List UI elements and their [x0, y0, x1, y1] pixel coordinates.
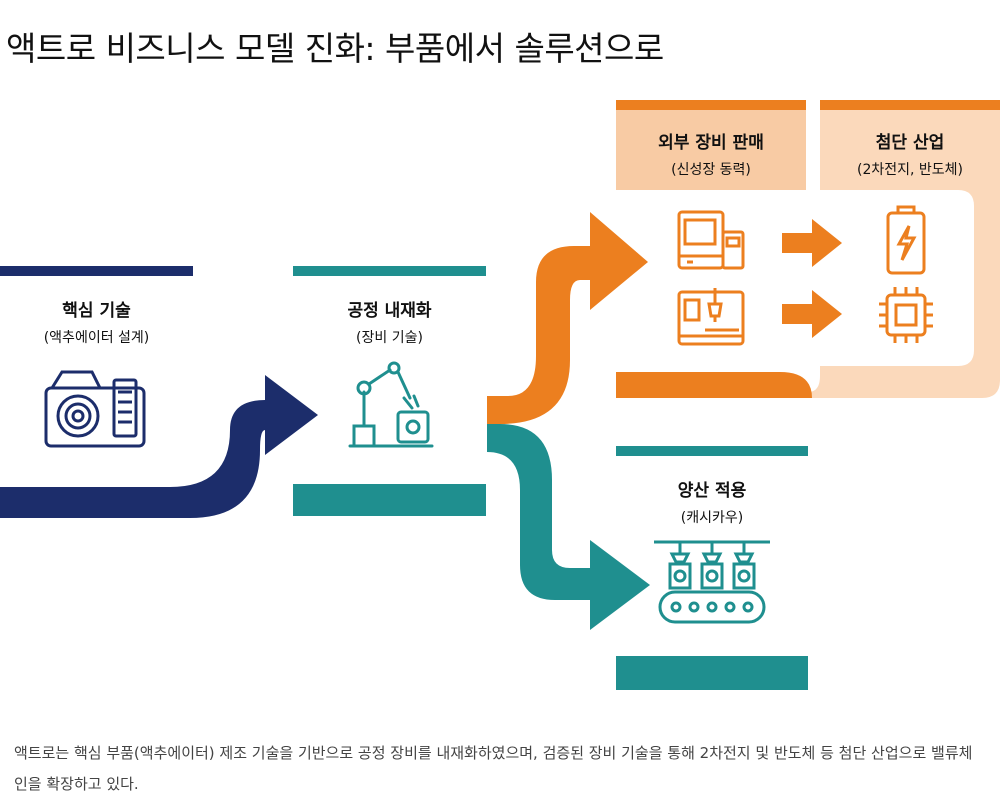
- external-bottom-band: [616, 372, 812, 398]
- battery-icon: [886, 205, 926, 275]
- stage-insource-sub: (장비 기술): [356, 330, 423, 346]
- orange-flow-arrow: [487, 212, 648, 424]
- diagram-caption: 액트로는 핵심 부품(액추에이터) 제조 기술을 기반으로 공정 장비를 내재화…: [14, 744, 973, 793]
- stage-external-heading: 외부 장비 판매: [658, 133, 764, 153]
- mass-top-bar: [616, 446, 808, 456]
- conveyor-icon: [654, 540, 770, 624]
- stage-mass: 양산 적용 (캐시카우): [616, 476, 808, 527]
- page-title: 액트로 비즈니스 모델 진화: 부품에서 솔루션으로: [6, 29, 664, 68]
- camera-module-icon: [44, 370, 146, 448]
- arrow-to-chip: [782, 290, 842, 338]
- stage-insource: 공정 내재화 (장비 기술): [293, 296, 486, 347]
- machine-icon: [677, 210, 745, 270]
- insource-top-bar: [293, 266, 486, 276]
- core-top-bar: [0, 266, 193, 276]
- advanced-top-bar: [820, 100, 1000, 110]
- stage-advanced: 첨단 산업 (2차전지, 반도체): [820, 128, 1000, 179]
- stage-advanced-sub: (2차전지, 반도체): [856, 162, 963, 178]
- stage-advanced-heading: 첨단 산업: [875, 133, 945, 153]
- robot-arm-icon: [348, 361, 434, 448]
- stage-external: 외부 장비 판매 (신성장 동력): [616, 128, 806, 179]
- navy-flow-arrow: [0, 375, 318, 518]
- stage-core: 핵심 기술 (액추에이터 설계): [0, 296, 193, 347]
- stage-core-heading: 핵심 기술: [62, 301, 131, 321]
- external-top-bar: [616, 100, 806, 110]
- stage-insource-heading: 공정 내재화: [347, 301, 432, 321]
- stage-mass-sub: (캐시카우): [680, 510, 744, 526]
- stage-core-sub: (액추에이터 설계): [43, 330, 150, 346]
- chip-icon: [879, 287, 933, 343]
- arrow-to-battery: [782, 219, 842, 267]
- stage-external-sub: (신성장 동력): [671, 162, 751, 178]
- stage-mass-heading: 양산 적용: [677, 481, 747, 501]
- advanced-header-box: [820, 110, 1000, 188]
- advanced-inner-area: [820, 190, 974, 366]
- teal-flow-arrow: [487, 424, 650, 630]
- external-header-box: [616, 110, 806, 190]
- mass-bottom-bar: [616, 656, 808, 690]
- cnc-machine-icon: [677, 288, 745, 346]
- insource-bottom-bar: [293, 484, 486, 516]
